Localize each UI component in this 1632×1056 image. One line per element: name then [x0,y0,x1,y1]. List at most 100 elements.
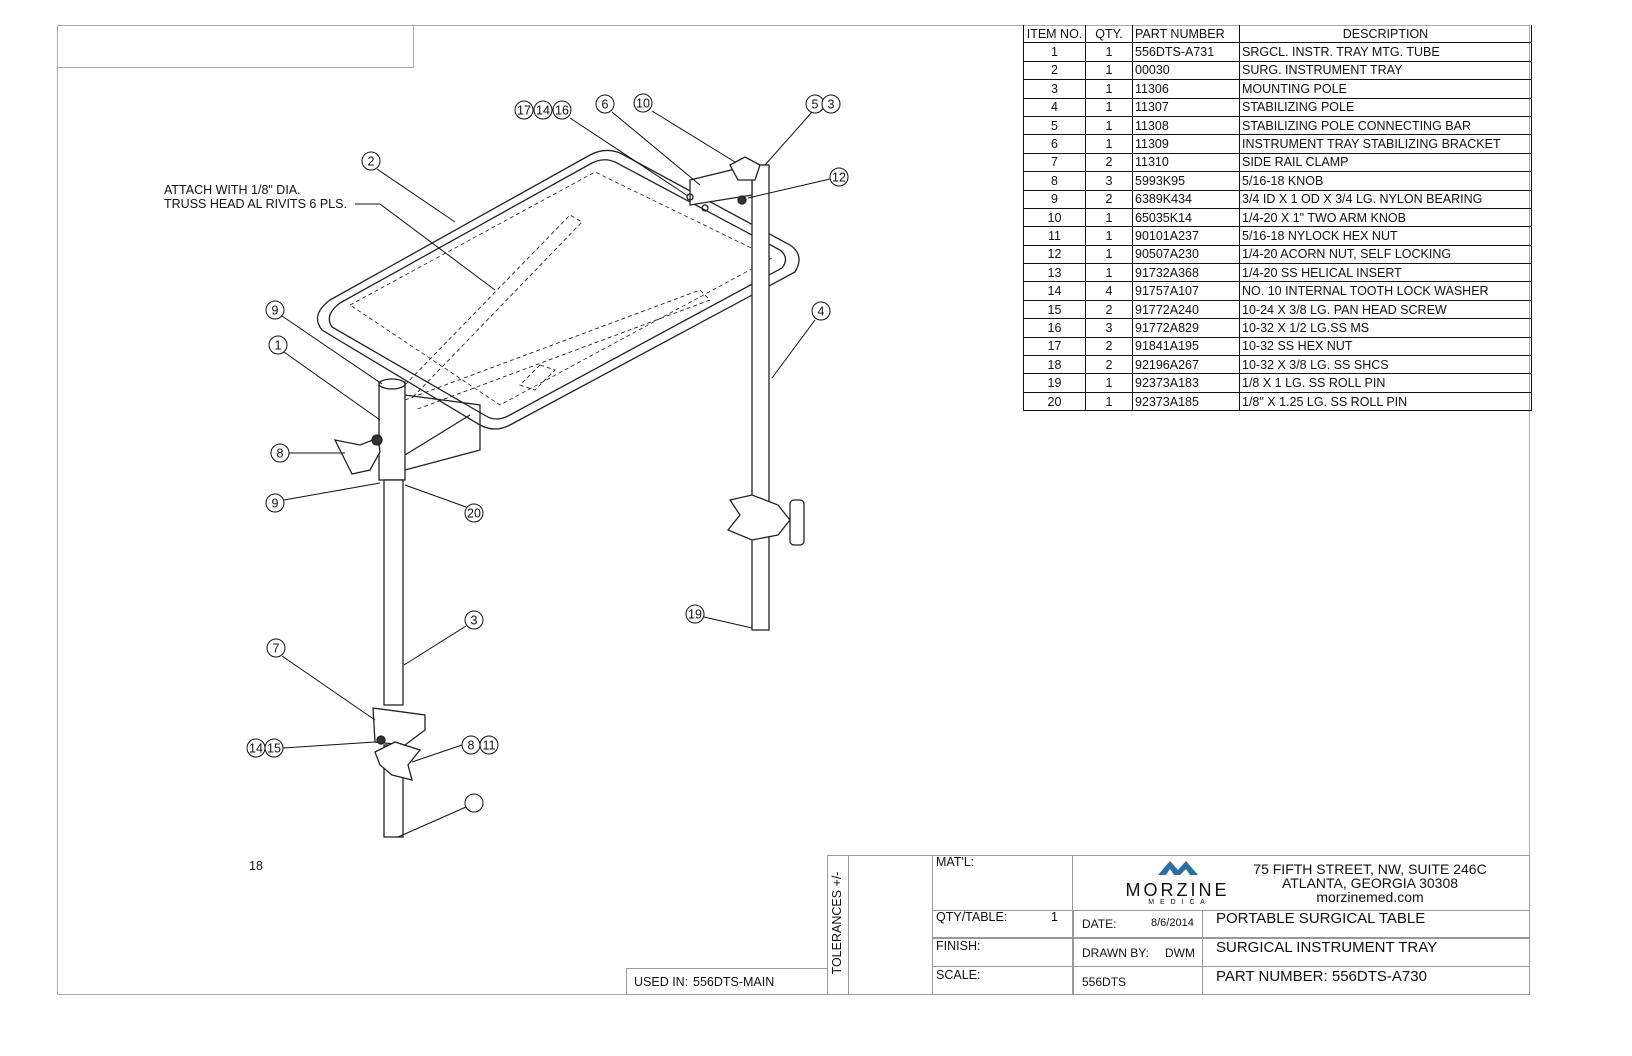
bom-cell-item-no: 17 [1023,336,1086,357]
bom-cell-part-number: 91757A107 [1132,281,1240,301]
balloon-number: 9 [272,304,279,318]
balloon-number: 16 [555,104,569,118]
balloon: 20 [464,503,484,523]
balloon-number: 20 [467,507,481,521]
balloon-circle [464,503,484,523]
bom-cell-description: 10-24 X 3/8 LG. PAN HEAD SCREW [1239,299,1532,320]
company-subtitle: M E D I C A [1148,899,1207,906]
mounting-tube [378,381,406,481]
bom-cell-item-no: 19 [1023,373,1086,393]
company-logo: MORZINE M E D I C A [1120,858,1235,906]
balloon-circle [685,604,705,624]
balloon-circle [552,100,572,120]
bom-cell-part-number: 91841A195 [1132,336,1240,357]
balloon-number: 1 [275,339,282,353]
balloon-number: 14 [249,742,263,756]
balloon: 5 [805,94,825,114]
bom-cell-qty: 1 [1085,391,1133,412]
material-label: MAT'L: [936,855,975,869]
loose-item-label: 18 [249,859,263,873]
balloon: 3 [821,94,841,114]
bom-cell-description: 10-32 SS HEX NUT [1239,336,1532,357]
tolerances-label: TOLERANCES +/- [830,871,844,975]
balloon: 14 [533,100,553,120]
bom-header-qty: QTY. [1085,25,1133,44]
bom-header-item: ITEM NO. [1023,25,1086,44]
used-in-value: 556DTS-MAIN [693,975,775,989]
used-in-label: USED IN: [634,975,689,989]
balloon: 3 [464,610,484,630]
bom-cell-description: 1/8" X 1.25 LG. SS ROLL PIN [1239,391,1532,412]
balloon: 10 [633,93,653,113]
balloon-number: 9 [272,497,279,511]
balloon: 15 [264,738,284,758]
two-arm-knob [729,156,761,181]
balloon: 8 [461,735,481,755]
company-address: 75 FIFTH STREET, NW, SUITE 246C ATLANTA,… [1240,862,1500,904]
bom-cell-part-number: 92373A183 [1132,373,1240,393]
drawn-by-value: DWM [1165,946,1195,960]
qty-label: QTY/TABLE: [936,910,1008,924]
balloon-circle [811,301,831,321]
balloon-number: 4 [818,305,825,319]
balloon: 17 [514,100,534,120]
bom-cell-description: 1/4-20 ACORN NUT, SELF LOCKING [1239,244,1532,265]
balloon: 1 [268,335,288,355]
bom-cell-part-number: 91772A829 [1132,318,1240,338]
date-label: DATE: [1082,917,1117,931]
rivet-note-line2: TRUSS HEAD AL RIVITS 6 PLS. [164,197,347,211]
balloon-circle [821,94,841,114]
balloon-number: 3 [828,98,835,112]
rivet-note-line1: ATTACH WITH 1/8" DIA. [164,183,301,197]
balloon: 6 [595,94,615,114]
website: morzinemed.com [1316,889,1424,905]
balloon [464,793,484,813]
balloon-circle [266,638,286,658]
mounting-pole [383,479,404,706]
balloon: 19 [685,604,705,624]
part-number: PART NUMBER: 556DTS-A730 [1216,968,1427,985]
balloon-number: 5 [812,98,819,112]
balloon: 9 [265,493,285,513]
mountain-logo-icon [1157,861,1198,875]
drawn-by-label: DRAWN BY: [1082,946,1149,960]
bom-cell-description: SIDE RAIL CLAMP [1239,152,1532,173]
bom-cell-part-number: 91772A240 [1132,299,1240,320]
balloon-circle [265,493,285,513]
balloon-circle [265,300,285,320]
balloon-number: 6 [602,98,609,112]
balloon-number: 8 [277,447,284,461]
balloon-number: 10 [636,97,650,111]
balloon: 11 [479,735,499,755]
date-column [1073,910,1203,995]
balloon-circle [264,738,284,758]
knob-8 [333,437,381,475]
row-finish [932,938,1530,967]
balloon-number: 3 [471,614,478,628]
balloon-number: 7 [273,642,280,656]
bom-cell-description: INSTRUMENT TRAY STABILIZING BRACKET [1239,134,1532,154]
date-value: 8/6/2014 [1151,917,1194,929]
company-name: MORZINE [1125,880,1230,900]
balloon: 2 [361,151,381,171]
balloon: 16 [552,100,572,120]
drawing-title-2: SURGICAL INSTRUMENT TRAY [1216,939,1438,956]
bom-cell-description: 1/4-20 X 1" TWO ARM KNOB [1239,207,1532,228]
used-in-box: USED IN: 556DTS-MAIN [626,968,828,995]
balloon-circle [533,100,553,120]
bom-cell-part-number: 92373A185 [1132,391,1240,412]
